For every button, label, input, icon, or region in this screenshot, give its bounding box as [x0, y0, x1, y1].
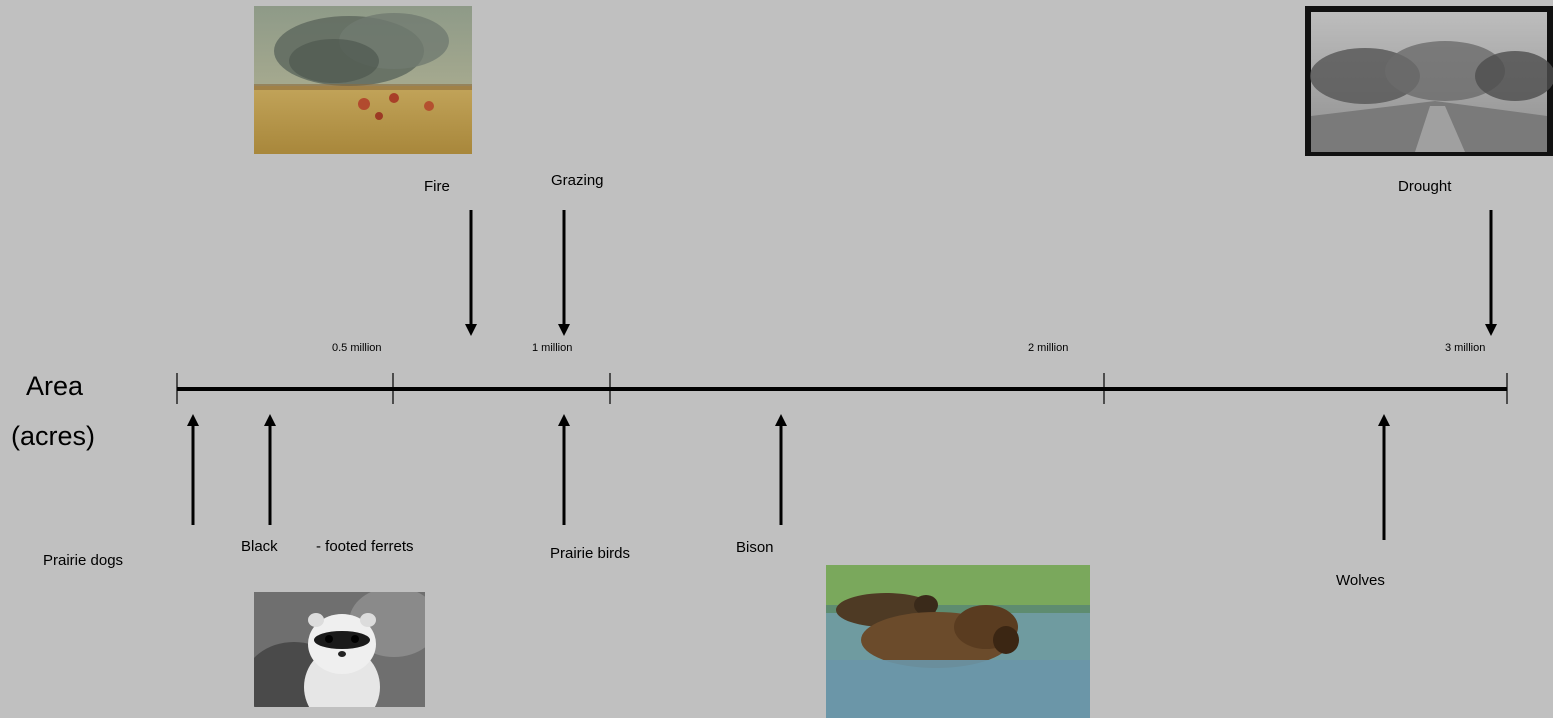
fire-painting-image	[254, 6, 472, 154]
drought-photo-image	[1305, 6, 1553, 156]
prairie-birds-label: Prairie birds	[550, 546, 630, 561]
drought-label: Drought	[1398, 179, 1451, 194]
bison-photo-image	[826, 565, 1090, 718]
fire-label: Fire	[424, 179, 450, 194]
black-label: Black	[241, 539, 278, 554]
black-footed-ferret-photo-image	[254, 592, 425, 707]
footed-ferrets-label: - footed ferrets	[316, 539, 414, 554]
wolves-label: Wolves	[1336, 573, 1385, 588]
prairie-dogs-label: Prairie dogs	[43, 553, 123, 568]
grazing-label: Grazing	[551, 173, 604, 188]
bison-label: Bison	[736, 540, 774, 555]
